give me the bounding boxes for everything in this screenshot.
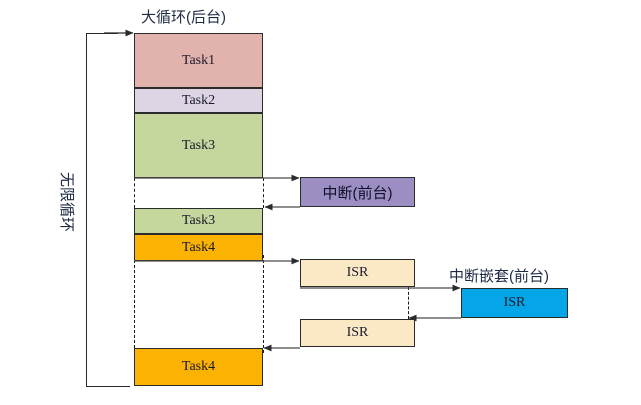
task-block-label: Task1 — [181, 52, 216, 68]
task-block-label: Task3 — [181, 213, 216, 228]
task-block-label: Task2 — [181, 92, 216, 108]
isr-box-label: ISR — [346, 325, 369, 340]
task-block-task4-resumed: Task4 — [134, 348, 263, 386]
isr-box-first: ISR — [300, 259, 415, 287]
nested-isr-box-label: ISR — [503, 295, 526, 310]
task-block-label: Task4 — [181, 359, 216, 374]
label-infinite-loop: 无限循环 — [58, 172, 75, 233]
label-nested-interrupt: 中断嵌套(前台) — [449, 268, 549, 285]
interrupt-box-label: 中断(前台) — [322, 184, 393, 202]
loop-bracket-top — [86, 33, 118, 34]
task-block-task4-first: Task4 — [134, 234, 263, 261]
dash-guide-left-b — [134, 255, 135, 353]
dash-guide-right-a — [263, 178, 264, 208]
dash-guide-isr-gap — [408, 287, 409, 319]
nested-isr-box: ISR — [461, 288, 568, 318]
task-block-label: Task3 — [181, 137, 216, 153]
isr-box-resumed: ISR — [300, 319, 415, 347]
page-title-big-loop: 大循环(后台) — [141, 9, 226, 26]
task-block-label: Task4 — [181, 239, 216, 255]
task-block-task2: Task2 — [134, 88, 263, 113]
isr-box-label: ISR — [346, 265, 369, 280]
task-block-task3-resumed: Task3 — [134, 208, 263, 234]
interrupt-box: 中断(前台) — [300, 177, 415, 207]
dash-guide-left-a — [134, 178, 135, 208]
task-block-task3-first: Task3 — [134, 113, 263, 178]
loop-bracket-vertical — [86, 33, 87, 386]
loop-bracket-bottom — [86, 386, 130, 387]
task-block-task1: Task1 — [134, 33, 263, 88]
dash-guide-right-b — [263, 255, 264, 353]
